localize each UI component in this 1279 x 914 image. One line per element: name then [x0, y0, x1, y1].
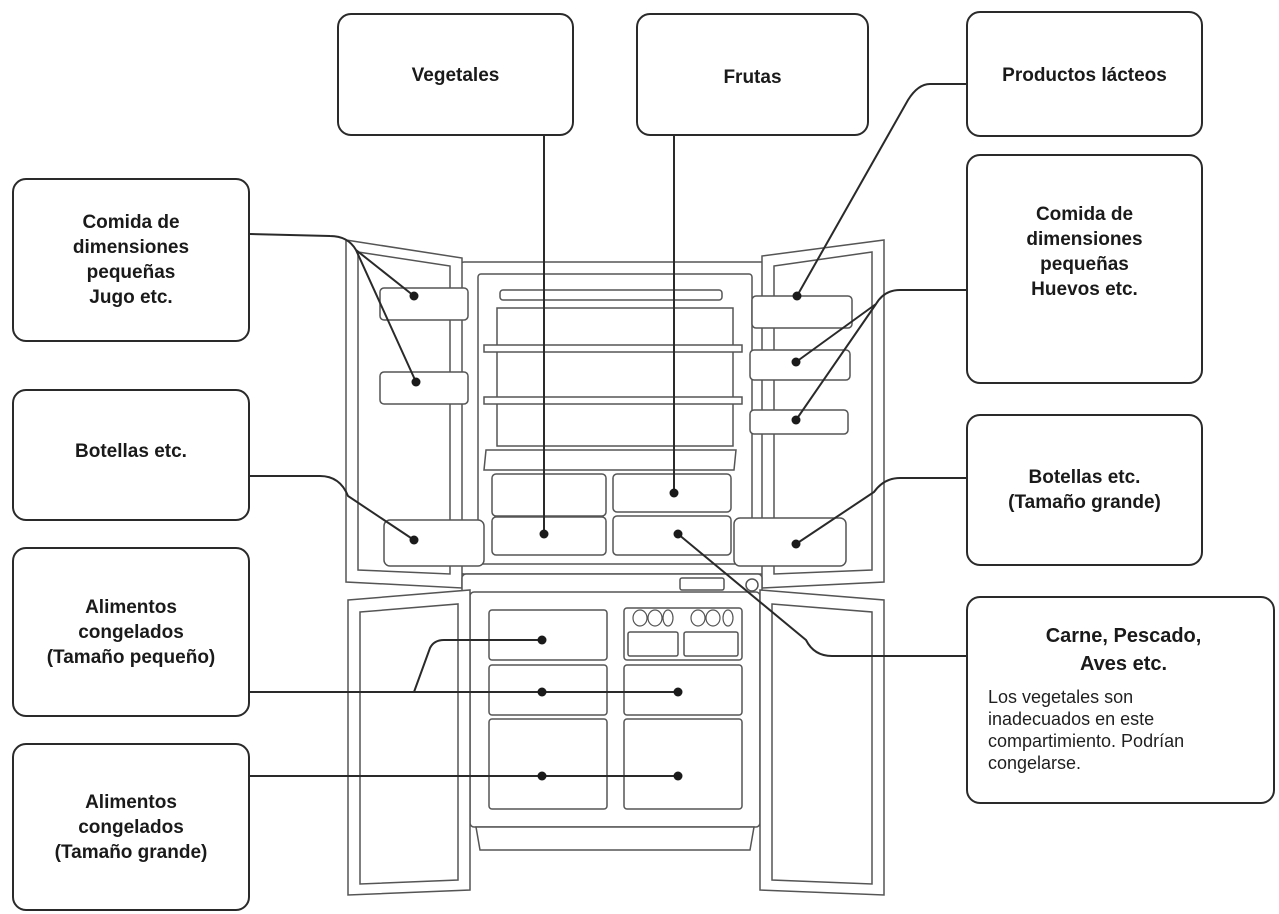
dot-frutas [669, 488, 679, 498]
freezer-drawer-d [488, 718, 608, 810]
label-frutas: Frutas [636, 13, 869, 136]
freezer-drawer-c [623, 664, 743, 716]
leader-botellas [250, 475, 415, 541]
label-comida-izquierda: Comida de dimensiones pequeñas Jugo etc. [12, 178, 250, 342]
label-vegetales: Vegetales [337, 13, 574, 136]
left-door-bin-1 [379, 287, 469, 321]
refrigerator-illustration [345, 239, 885, 896]
dot-vegetales [539, 529, 549, 539]
label-botellas: Botellas etc. [12, 389, 250, 521]
freezer-drawer-e [623, 718, 743, 810]
carne-note: Los vegetales son inadecuados en este co… [988, 687, 1185, 773]
top-light-bar [499, 289, 723, 301]
leader-comida-der [795, 289, 966, 421]
leader-comida-izq [249, 233, 417, 383]
right-door-bin-4 [733, 517, 847, 567]
leader-carne [677, 533, 966, 657]
ice-tray-icons [632, 609, 734, 627]
left-door-bin-3 [383, 519, 485, 567]
vegetable-drawer-top [491, 473, 607, 517]
dot-congelados-peq-2 [537, 687, 547, 697]
label-congelados-pequenos: Alimentos congelados (Tamaño pequeño) [12, 547, 250, 717]
meat-drawer [612, 515, 732, 556]
label-productos-lacteos: Productos lácteos [966, 11, 1203, 137]
leader-congelados-peq [248, 639, 678, 693]
dot-comida-izq-2 [411, 377, 421, 387]
freezer-drawer-a [488, 609, 608, 661]
leader-lacteos [796, 83, 966, 297]
right-door-bin-1 [751, 295, 853, 329]
callout-dots [409, 291, 802, 781]
label-carne-pescado-aves: Carne, Pescado, Aves etc. Los vegetales … [966, 596, 1275, 804]
interior-back-panel [496, 307, 734, 447]
carne-title: Carne, Pescado, Aves etc. [1045, 625, 1202, 675]
dot-botellas-grandes [791, 539, 801, 549]
label-botellas-grandes: Botellas etc. (Tamaño grande) [966, 414, 1203, 566]
vegetable-drawer [491, 516, 607, 556]
leader-lines [248, 83, 966, 777]
dot-congelados-gra-1 [537, 771, 547, 781]
dot-lacteos [792, 291, 802, 301]
dot-congelados-peq-1 [537, 635, 547, 645]
freezer-drawer-b [488, 664, 608, 716]
label-comida-derecha: Comida de dimensiones pequeñas Huevos et… [966, 154, 1203, 384]
control-knob [745, 578, 759, 592]
dot-carne [673, 529, 683, 539]
dot-congelados-peq-3 [673, 687, 683, 697]
dot-comida-der-1 [791, 357, 801, 367]
dot-comida-izq-1 [409, 291, 419, 301]
leader-botellas-grandes [795, 477, 966, 545]
left-door-bin-2 [379, 371, 469, 405]
label-congelados-grandes: Alimentos congelados (Tamaño grande) [12, 743, 250, 911]
right-door-bin-2 [749, 349, 851, 381]
shelf-2 [483, 396, 743, 405]
right-freezer-door [759, 589, 885, 896]
left-freezer-door [347, 589, 471, 896]
freezer-base [475, 826, 755, 851]
shelf-1 [483, 344, 743, 353]
shelf-glass [483, 449, 737, 471]
dot-botellas [409, 535, 419, 545]
dot-comida-der-2 [791, 415, 801, 425]
control-panel [679, 577, 725, 591]
dot-congelados-gra-2 [673, 771, 683, 781]
